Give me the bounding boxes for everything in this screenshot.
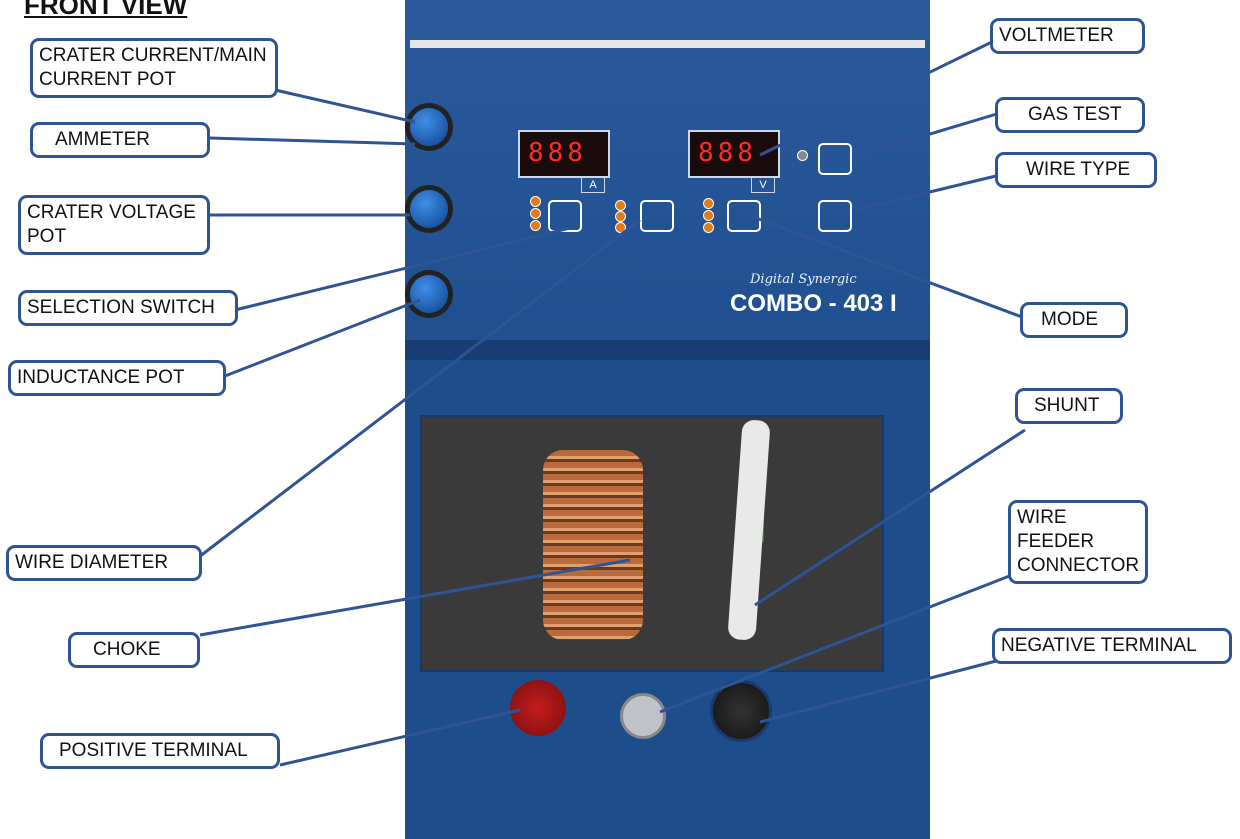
- choke-coil: [543, 450, 643, 640]
- voltmeter-unit: V: [751, 177, 775, 193]
- feeder-connector-photo: [620, 693, 666, 739]
- brand-script: Digital Synergic: [750, 272, 857, 287]
- mode-led-1: [703, 198, 714, 209]
- diameter-led-3: [615, 222, 626, 233]
- label-positive-terminal: POSITIVE TERMINAL: [40, 733, 280, 769]
- top-strip: [410, 40, 925, 48]
- label-voltmeter: VOLTMETER: [990, 18, 1145, 54]
- machine-photo: 888 A 888 V Digital Synergic COMBO - 403…: [405, 0, 930, 839]
- crater-voltage-knob: [410, 190, 448, 228]
- internal-window: [420, 415, 884, 672]
- label-inductance-pot: INDUCTANCE POT: [8, 360, 226, 396]
- label-shunt: SHUNT: [1015, 388, 1123, 424]
- label-wire-diameter: WIRE DIAMETER: [6, 545, 202, 581]
- mode-button: [727, 200, 761, 232]
- function-led-1: [530, 196, 541, 207]
- label-choke: CHOKE: [68, 632, 200, 668]
- label-wire-type: WIRE TYPE: [995, 152, 1157, 188]
- diameter-led-1: [615, 200, 626, 211]
- ammeter-display: 888: [518, 130, 610, 178]
- leader-crater-current: [274, 88, 416, 124]
- label-negative-terminal: NEGATIVE TERMINAL: [992, 628, 1232, 664]
- mode-led-2: [703, 210, 714, 221]
- function-button: [548, 200, 582, 232]
- wire-type-button: [818, 200, 852, 232]
- positive-terminal-photo: [510, 680, 566, 736]
- ammeter-unit: A: [581, 177, 605, 193]
- function-led-3: [530, 220, 541, 231]
- label-selection-switch: SELECTION SWITCH: [18, 290, 238, 326]
- mode-led-3: [703, 222, 714, 233]
- negative-terminal-photo: [710, 680, 772, 742]
- label-mode: MODE: [1020, 302, 1128, 338]
- control-panel: 888 A 888 V Digital Synergic COMBO - 403…: [405, 0, 930, 360]
- label-crater-voltage: CRATER VOLTAGE POT: [18, 195, 210, 255]
- inductance-knob: [410, 275, 448, 313]
- function-led-2: [530, 208, 541, 219]
- gas-led: [797, 150, 808, 161]
- voltmeter-display: 888: [688, 130, 780, 178]
- diameter-led-2: [615, 211, 626, 222]
- panel-ledge: [405, 340, 930, 360]
- label-gas-test: GAS TEST: [995, 97, 1145, 133]
- label-wire-feeder-connector: WIRE FEEDER CONNECTOR: [1008, 500, 1148, 584]
- gas-test-button: [818, 143, 852, 175]
- leader-ammeter: [209, 136, 416, 146]
- crater-current-knob: [410, 108, 448, 146]
- label-ammeter: AMMETER: [30, 122, 210, 158]
- label-crater-current: CRATER CURRENT/MAIN CURRENT POT: [30, 38, 278, 98]
- wire-diameter-button: [640, 200, 674, 232]
- page-title: FRONT VIEW: [24, 0, 188, 20]
- leader-inductance: [224, 298, 421, 378]
- model-name: COMBO - 403 I: [730, 290, 897, 317]
